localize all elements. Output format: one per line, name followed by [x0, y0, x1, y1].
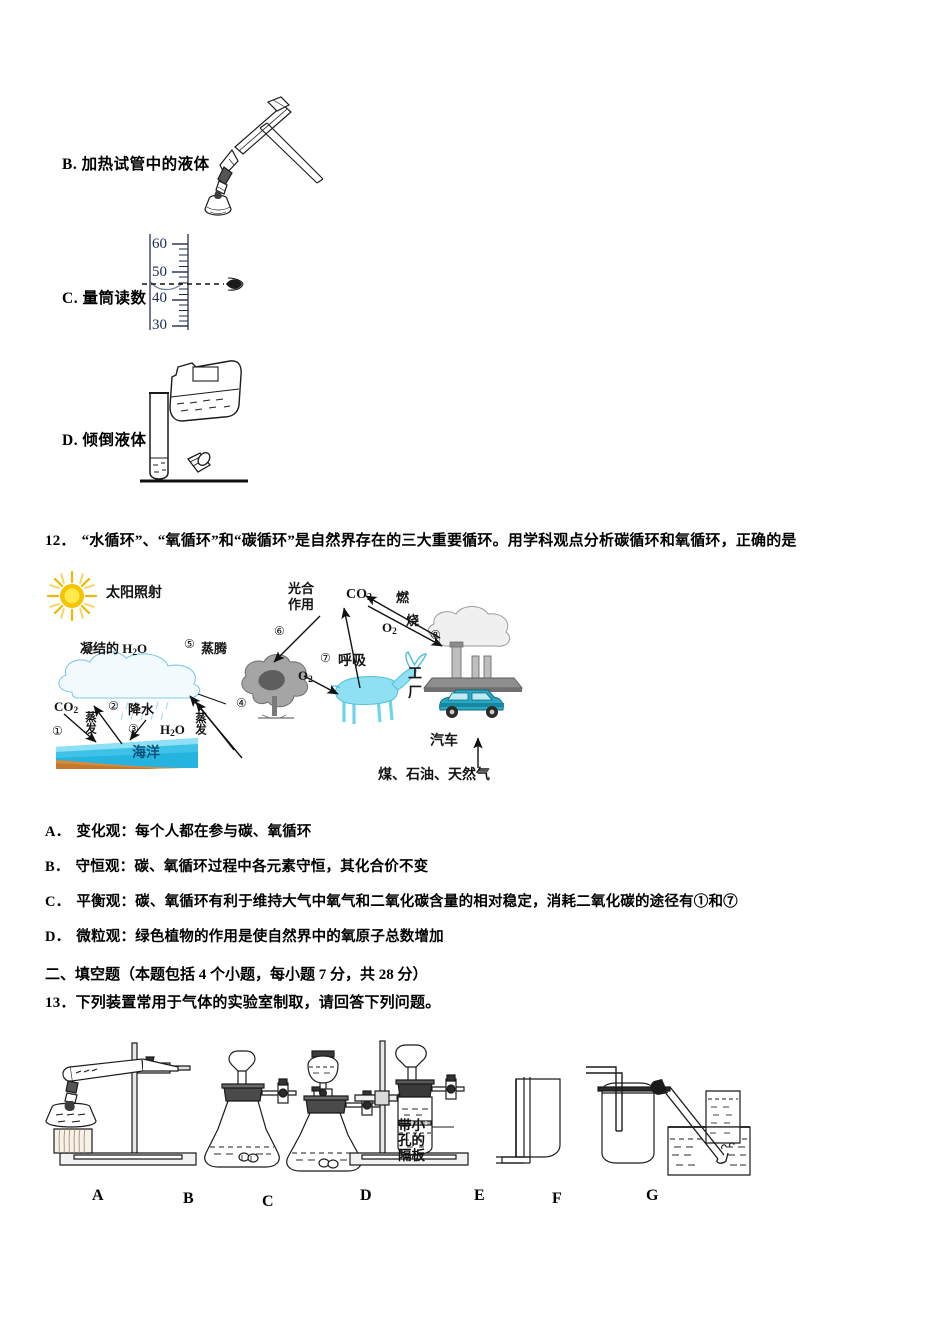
arrow-number-4: ④ [236, 696, 247, 710]
apparatus-letter-a: A [92, 1187, 104, 1204]
question-12-choice-b: B．守恒观：碳、氧循环过程中各元素守恒，其化合价不变 [45, 859, 429, 875]
cloud-shape [58, 651, 201, 699]
arrow-number-8: ⑧ [430, 628, 441, 642]
condensed-water-label: 凝结的 H2O [80, 641, 148, 659]
question-12-choice-d: D．微粒观：绿色植物的作用是使自然界中的氧原子总数增加 [45, 929, 444, 945]
question-12-choice-c: C．平衡观：碳、氧循环有利于维持大气中氧气和二氧化碳含量的相对稳定，消耗二氧化碳… [45, 894, 738, 910]
evaporation-right-label: 蒸发 [194, 712, 206, 735]
apparatus-letter-b: B [183, 1190, 194, 1207]
apparatus-letter-f: F [552, 1190, 562, 1207]
fossil-fuels-label: 煤、石油、天然气 [378, 768, 490, 783]
cylinder-tick-50: 50 [152, 264, 167, 280]
apparatus-letter-c: C [262, 1193, 274, 1210]
ocean-shape [56, 738, 198, 769]
arrow-number-6: ⑥ [274, 624, 285, 638]
section-2-heading: 二、填空题（本题包括 4 个小题，每小题 7 分，共 28 分） [45, 967, 428, 983]
option-b-label: B. 加热试管中的液体 [62, 156, 210, 173]
cylinder-tick-30: 30 [152, 317, 167, 333]
respiration-label: 呼吸 [338, 654, 366, 669]
evaporation-left-label: 蒸发 [84, 711, 96, 734]
sun-label: 太阳照射 [106, 586, 162, 601]
gas-preparation-apparatus-figure: 带小 孔的 隔板 A B C D E F G [45, 1035, 751, 1215]
co2-top-label: CO2 [346, 587, 373, 604]
arrow-number-1: ① [52, 724, 63, 738]
car-shape [439, 689, 504, 718]
combustion-label-1: 燃 [396, 590, 410, 605]
deer-shape [330, 651, 427, 724]
heating-test-tube-figure [204, 95, 345, 225]
combustion-label-2: 烧 [406, 613, 420, 628]
option-c-label: C. 量筒读数 [62, 290, 147, 307]
arrow-number-7: ⑦ [320, 651, 331, 665]
arrow-number-5: ⑤ [184, 637, 195, 651]
arrow-number-2: ② [108, 699, 119, 713]
question-13-stem: 13．下列装置常用于气体的实验室制取，请回答下列问题。 [45, 995, 441, 1011]
ocean-label: 海洋 [132, 746, 160, 761]
option-d-label: D. 倾倒液体 [62, 432, 147, 449]
apparatus-letter-e: E [474, 1187, 485, 1204]
cylinder-tick-40: 40 [152, 290, 167, 306]
o2-left-label: O2 [298, 668, 313, 686]
factory-shape [422, 641, 524, 692]
precipitation-label: 降水 [128, 702, 155, 717]
co2-left-label: CO2 [54, 699, 79, 717]
graduated-cylinder-figure: 60 50 40 30 [140, 232, 260, 333]
car-label: 汽车 [430, 734, 458, 749]
question-12-stem: 12．“水循环”、“氧循环”和“碳循环”是自然界存在的三大重要循环。用学科观点分… [45, 533, 797, 549]
cylinder-tick-60: 60 [152, 236, 167, 252]
question-12-choice-a: A．变化观：每个人都在参与碳、氧循环 [45, 824, 312, 840]
photosynthesis-label: 光合 作用 [288, 581, 315, 612]
pouring-liquid-figure [140, 355, 270, 490]
apparatus-letter-d: D [360, 1187, 372, 1204]
carbon-oxygen-cycle-figure: 太阳照射 凝结的 H2O ⑤ 蒸腾 光合 作用 ⑥ CO2 燃 烧 ⑧ ⑦ 呼吸… [46, 570, 548, 807]
o2-right-label: O2 [382, 620, 397, 638]
transpiration-label: 蒸腾 [201, 641, 228, 656]
h2o-label: H2O [160, 722, 185, 740]
apparatus-letter-g: G [646, 1187, 659, 1204]
tree-shape [241, 654, 309, 719]
arrow-number-3: ③ [128, 722, 139, 736]
factory-label: 工 厂 [408, 667, 422, 701]
perforated-plate-annotation: 带小 孔的 隔板 [398, 1118, 425, 1163]
sun-icon [46, 570, 98, 622]
